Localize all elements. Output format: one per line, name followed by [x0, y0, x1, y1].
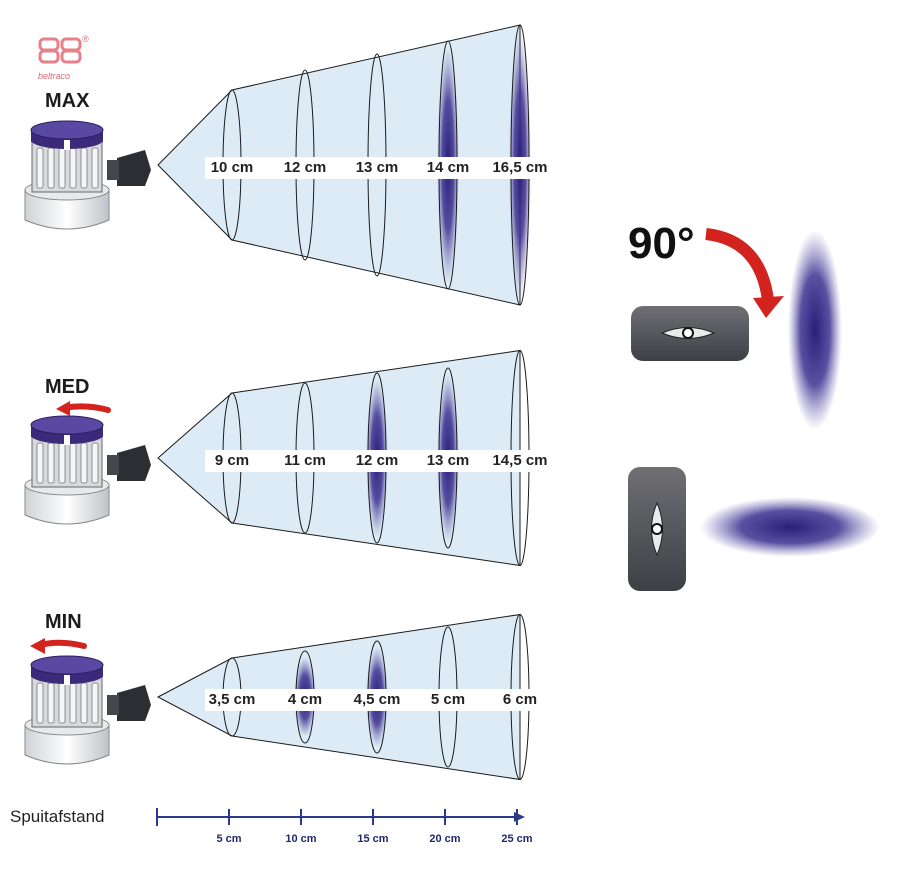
- spray-cones: 10 cm 12 cm 13 cm 14 cm 16,5 cm 9 cm 11 cm 12 c…: [156, 24, 548, 781]
- axis-tick-label: 15 cm: [357, 833, 388, 845]
- rotation-arrow-icon: [705, 228, 784, 318]
- width-label: 9 cm: [215, 452, 249, 469]
- width-label: 12 cm: [356, 452, 399, 469]
- horizontal-spray-pattern: [700, 497, 880, 557]
- axis-tick-label: 25 cm: [501, 833, 532, 845]
- axis-title: Spuitafstand: [10, 807, 105, 826]
- setting-label-max: MAX: [45, 90, 90, 112]
- axis-tick-label: 20 cm: [429, 833, 460, 845]
- width-label: 11 cm: [284, 452, 326, 469]
- width-label: 12 cm: [284, 159, 327, 176]
- width-label: 13 cm: [356, 159, 399, 176]
- rotate-arrow-min-icon: [30, 638, 87, 654]
- cone-med: 9 cm 11 cm 12 cm 13 cm 14,5 cm: [157, 349, 548, 567]
- logo-mark: [38, 37, 82, 64]
- axis-tick-label: 10 cm: [285, 833, 316, 845]
- width-label-band: [205, 157, 540, 179]
- width-label: 5 cm: [431, 691, 465, 708]
- width-label: 14 cm: [427, 159, 470, 176]
- nozzle-horizontal-icon: [631, 306, 749, 361]
- width-label: 4 cm: [288, 691, 322, 708]
- vertical-spray-pattern: [788, 230, 842, 430]
- dispenser-max-icon: [24, 120, 151, 230]
- axis-arrow-icon: [514, 812, 525, 822]
- brand-logo: ® beltraco: [38, 34, 89, 81]
- dispenser-min-icon: [24, 655, 151, 765]
- width-label: 6 cm: [503, 691, 537, 708]
- axis-tick-label: 5 cm: [216, 833, 241, 845]
- dispenser-med-icon: [24, 415, 151, 525]
- axis-ticks: 5 cm 10 cm 15 cm 20 cm 25 cm: [216, 809, 533, 845]
- width-label: 13 cm: [427, 452, 470, 469]
- logo-text: beltraco: [38, 71, 70, 81]
- setting-label-med: MED: [45, 376, 89, 398]
- cone-min: 3,5 cm 4 cm 4,5 cm 5 cm 6 cm: [156, 613, 540, 781]
- width-label-band: [205, 689, 540, 711]
- width-label: 16,5 cm: [492, 159, 547, 176]
- width-label-band: [205, 450, 540, 472]
- width-label: 3,5 cm: [209, 691, 256, 708]
- width-label: 4,5 cm: [354, 691, 401, 708]
- logo-registered-mark: ®: [82, 34, 89, 44]
- nozzle-vertical-icon: [628, 467, 686, 591]
- cone-max: 10 cm 12 cm 13 cm 14 cm 16,5 cm: [157, 24, 548, 306]
- dispensers: [24, 120, 151, 765]
- rotation-angle-label: 90°: [628, 219, 695, 268]
- width-label: 10 cm: [211, 159, 254, 176]
- rotation-illustration: 90°: [628, 219, 880, 591]
- setting-label-min: MIN: [45, 611, 82, 633]
- distance-axis: Spuitafstand 5 cm 10 cm 15 cm 20 cm 25 cm: [10, 807, 533, 845]
- width-label: 14,5 cm: [492, 452, 547, 469]
- rotate-arrow-med-icon: [56, 401, 111, 416]
